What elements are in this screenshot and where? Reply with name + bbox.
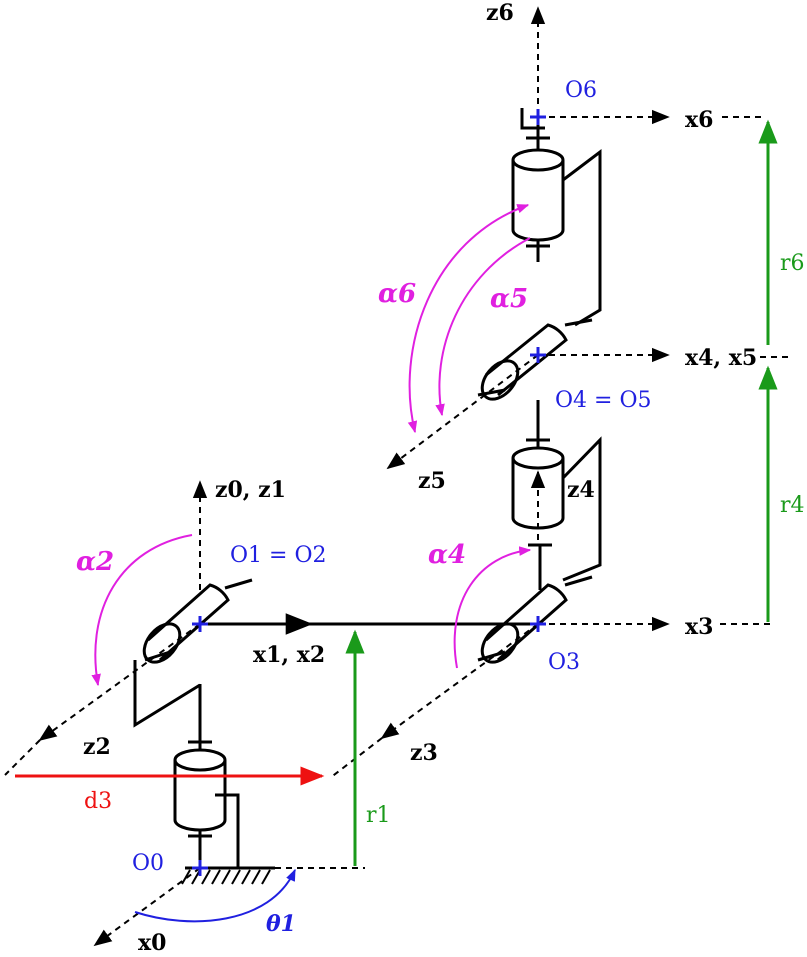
label-alpha4: α4 [428, 540, 466, 570]
origin-markers [192, 109, 546, 876]
theta1-arc [134, 868, 296, 923]
label-r1: r1 [366, 803, 391, 828]
alpha-arcs [91, 204, 532, 687]
label-z5: z5 [418, 468, 446, 494]
alpha2-arc [91, 534, 193, 687]
label-alpha5: α5 [490, 284, 528, 314]
label-z3: z3 [410, 740, 438, 766]
label-r6: r6 [780, 251, 805, 276]
joint-2-cylinder [133, 578, 253, 728]
label-x0: x0 [138, 930, 166, 956]
label-d3: d3 [84, 789, 112, 814]
label-theta1: θ1 [266, 911, 296, 937]
labels: z6 O6 x6 r6 α6 α5 x4, x5 O4 = O5 z5 z4 r… [76, 0, 805, 956]
label-o6: O6 [565, 78, 597, 103]
label-o3: O3 [548, 650, 580, 675]
label-z4: z4 [567, 477, 595, 503]
alpha5-arc [435, 237, 531, 417]
alpha4-arc [453, 546, 532, 669]
label-x6: x6 [685, 107, 713, 133]
label-x4-x5: x4, x5 [685, 345, 757, 371]
label-o0: O0 [132, 851, 164, 876]
label-alpha2: α2 [76, 547, 114, 577]
label-r4: r4 [780, 493, 805, 518]
distance-arrows [345, 119, 778, 866]
label-z0-z1: z0, z1 [215, 477, 286, 503]
label-x3: x3 [685, 614, 713, 640]
label-o4-o5: O4 = O5 [555, 388, 652, 413]
label-o1-o2: O1 = O2 [230, 543, 327, 568]
label-z2: z2 [83, 734, 111, 760]
alpha6-arc [407, 204, 530, 434]
axes [4, 6, 790, 947]
label-x1-x2: x1, x2 [253, 642, 325, 668]
joint-3-cylinder [477, 543, 593, 664]
label-z6: z6 [486, 0, 514, 26]
label-alpha6: α6 [378, 279, 416, 309]
